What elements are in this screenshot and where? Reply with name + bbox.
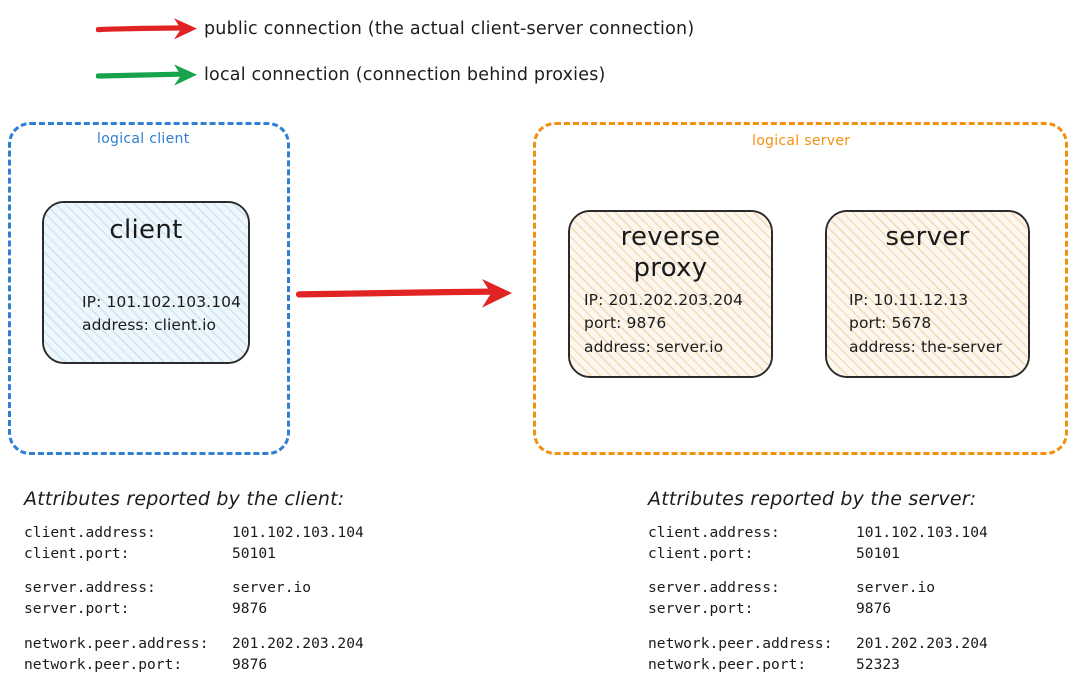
- node-reverse-proxy[interactable]: reverse proxy IP: 201.202.203.204 port: …: [568, 210, 773, 378]
- attribute-row: client.port: 50101: [24, 544, 364, 565]
- attribute-row: network.peer.port: 52323: [648, 655, 988, 676]
- server-attributes-group: server.address: server.io server.port: 9…: [648, 578, 988, 619]
- node-reverse-proxy-detail-port: port: 9876: [584, 314, 667, 333]
- legend-item-public: public connection (the actual client-ser…: [96, 14, 694, 44]
- node-server-details: IP: 10.11.12.13 port: 5678 address: the-…: [849, 289, 1002, 359]
- node-client-title: client: [109, 215, 183, 245]
- node-client-details: IP: 101.102.103.104 address: client.io: [82, 291, 241, 338]
- attribute-key: client.address:: [648, 524, 780, 541]
- legend-label-local: local connection (connection behind prox…: [204, 65, 606, 85]
- node-reverse-proxy-title: reverse proxy: [620, 222, 721, 283]
- attribute-value: 50101: [232, 544, 276, 562]
- logical-server-container: [533, 122, 1068, 455]
- attribute-row: client.port: 50101: [648, 544, 988, 565]
- attribute-key: server.address:: [24, 579, 156, 597]
- attribute-key: client.address:: [24, 524, 156, 541]
- attribute-row: network.peer.address: 201.202.203.204: [24, 634, 364, 655]
- client-attributes-heading: Attributes reported by the client:: [24, 488, 345, 510]
- client-attributes-group: network.peer.address: 201.202.203.204 ne…: [24, 634, 364, 675]
- client-attributes-group: server.address: server.io server.port: 9…: [24, 578, 364, 619]
- attribute-value: 9876: [856, 600, 892, 618]
- attribute-value: 101.102.103.104: [232, 524, 364, 541]
- logical-client-container: [8, 122, 290, 455]
- client-attributes-block: Attributes reported by the client: clien…: [24, 488, 364, 689]
- node-reverse-proxy-detail-address: address: server.io: [584, 337, 724, 356]
- attribute-key: client.port:: [648, 544, 754, 562]
- attribute-row: client.address: 101.102.103.104: [24, 523, 364, 544]
- legend-item-local: local connection (connection behind prox…: [96, 60, 606, 90]
- node-server[interactable]: server IP: 10.11.12.13 port: 5678 addres…: [825, 210, 1030, 378]
- attribute-row: server.address: server.io: [648, 578, 988, 599]
- attribute-value: 201.202.203.204: [856, 634, 988, 652]
- attribute-key: network.peer.port:: [24, 655, 183, 673]
- attribute-key: client.port:: [24, 544, 130, 562]
- client-attributes-groups: client.address: 101.102.103.104 client.p…: [24, 523, 364, 675]
- node-client-detail-address: address: client.io: [82, 316, 217, 335]
- attribute-row: network.peer.address: 201.202.203.204: [648, 634, 988, 655]
- attribute-value: 9876: [232, 600, 268, 618]
- attribute-key: server.port:: [648, 600, 754, 618]
- node-server-detail-address: address: the-server: [849, 337, 1003, 356]
- node-reverse-proxy-detail-ip: IP: 201.202.203.204: [584, 291, 744, 309]
- attribute-value: 52323: [856, 655, 900, 673]
- attribute-row: server.port: 9876: [648, 599, 988, 620]
- attribute-value: server.io: [232, 579, 312, 597]
- node-server-detail-port: port: 5678: [849, 314, 932, 333]
- server-attributes-block: Attributes reported by the server: clien…: [648, 488, 988, 689]
- attribute-key: network.peer.port:: [648, 655, 807, 673]
- server-attributes-groups: client.address: 101.102.103.104 client.p…: [648, 523, 988, 675]
- attribute-key: network.peer.address:: [24, 634, 209, 652]
- client-attributes-group: client.address: 101.102.103.104 client.p…: [24, 523, 364, 564]
- attribute-row: server.address: server.io: [24, 578, 364, 599]
- reverse-proxy-node-fill: [570, 212, 771, 376]
- logical-server-label: logical server: [752, 133, 851, 149]
- attribute-value: 101.102.103.104: [856, 524, 988, 541]
- attribute-row: server.port: 9876: [24, 599, 364, 620]
- server-attributes-heading: Attributes reported by the server:: [648, 488, 977, 510]
- server-attributes-group: client.address: 101.102.103.104 client.p…: [648, 523, 988, 564]
- attribute-value: 201.202.203.204: [232, 634, 364, 652]
- green-arrow-icon: [96, 64, 197, 86]
- server-attributes-group: network.peer.address: 201.202.203.204 ne…: [648, 634, 988, 675]
- node-client[interactable]: client IP: 101.102.103.104 address: clie…: [42, 201, 250, 364]
- node-server-title: server: [885, 222, 970, 252]
- attribute-key: network.peer.address:: [648, 634, 833, 652]
- attribute-value: server.io: [856, 579, 936, 597]
- node-reverse-proxy-details: IP: 201.202.203.204 port: 9876 address: …: [584, 289, 743, 359]
- client-node-fill: [44, 203, 248, 362]
- attribute-value: 9876: [232, 655, 268, 673]
- attribute-value: 50101: [856, 544, 900, 562]
- node-client-detail-ip: IP: 101.102.103.104: [82, 293, 242, 311]
- attribute-row: network.peer.port: 9876: [24, 655, 364, 676]
- red-arrow-icon: [96, 18, 197, 40]
- server-node-fill: [827, 212, 1028, 376]
- attribute-key: server.port:: [24, 600, 130, 618]
- logical-client-label: logical client: [97, 131, 190, 147]
- public-connection-arrow: [296, 279, 512, 308]
- node-server-detail-ip: IP: 10.11.12.13: [849, 291, 969, 309]
- attribute-key: server.address:: [648, 579, 780, 597]
- attribute-row: client.address: 101.102.103.104: [648, 523, 988, 544]
- legend-label-public: public connection (the actual client-ser…: [204, 19, 695, 39]
